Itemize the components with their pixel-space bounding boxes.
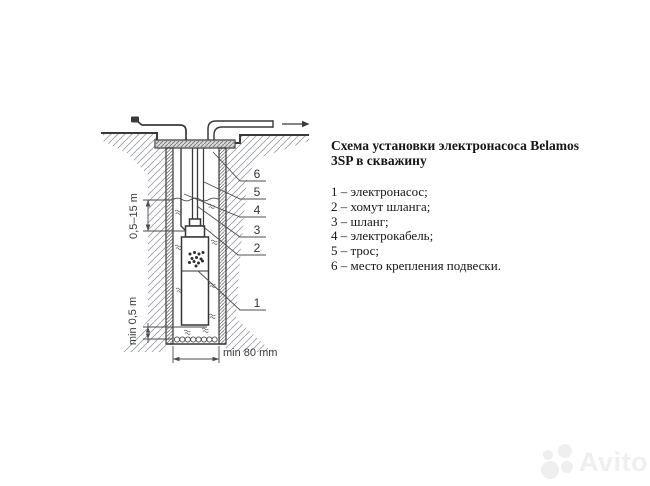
ground-hatch-right	[226, 135, 309, 352]
pump-intake-holes	[188, 251, 205, 268]
legend-item-5: 5 – трос;	[331, 243, 380, 259]
gravel-layer	[173, 336, 218, 343]
avito-logo-icon	[541, 444, 573, 479]
callout-line-2	[199, 223, 266, 256]
submersion-label: 0,5–15 m	[128, 193, 140, 239]
dimension-bottom-clearance	[143, 323, 207, 343]
legend-item-4: 4 – электрокабель;	[331, 228, 434, 244]
pump	[180, 218, 210, 326]
ground-line-right	[234, 134, 309, 144]
cable-plug-icon	[131, 116, 139, 123]
pump-body	[180, 236, 210, 326]
callout-line-5	[203, 181, 266, 200]
pump-outlet-fitting	[188, 218, 202, 227]
legend-item-1: 1 – электронасос;	[331, 184, 428, 199]
watermark-brand: Avito	[579, 446, 648, 477]
dimension-submersion	[143, 199, 186, 232]
diagram-title-line1: Схема установки электронасоса Belamos	[331, 138, 579, 153]
callout-number-4: 4	[254, 203, 261, 217]
power-cable	[131, 116, 187, 140]
diagram-title: Схема установки электронасоса Belamos 3S…	[331, 138, 579, 168]
callout-number-3: 3	[254, 223, 261, 237]
diagram-title-line2: 3SP в скважину	[331, 152, 427, 168]
legend-item-3: 3 – шланг;	[331, 213, 389, 229]
callout-line-1	[197, 270, 266, 311]
well-diameter-label: min 80 mm	[223, 347, 277, 359]
bottom-clearance-label: min 0,5 m	[127, 297, 139, 345]
hose-line	[191, 148, 199, 219]
callout-line-3	[196, 205, 266, 238]
legend-item-6: 6 – место крепления подвески.	[331, 257, 501, 273]
callout-number-6: 6	[254, 167, 261, 181]
flow-arrow-icon	[282, 120, 310, 128]
callout-number-5: 5	[254, 185, 261, 199]
well-casing	[165, 147, 227, 345]
ground-hatch-left	[103, 133, 166, 352]
legend: Схема установки электронасоса Belamos 3S…	[331, 138, 579, 274]
callout-line-4	[183, 193, 266, 218]
callout-number-1: 1	[254, 296, 261, 310]
ground-line-left	[101, 132, 158, 140]
dimension-well-diameter	[172, 346, 220, 363]
watermark: Avito	[537, 443, 648, 481]
pump-head	[184, 225, 206, 238]
outlet-pipe	[207, 120, 274, 140]
legend-item-2: 2 – хомут шланга;	[331, 198, 431, 214]
cable-line	[180, 148, 188, 236]
well-cover-plate	[154, 139, 236, 149]
callout-leaders	[183, 151, 266, 311]
callout-number-2: 2	[254, 241, 261, 255]
callout-line-6	[212, 151, 266, 182]
legend-list: 1 – электронасос; 2 – хомут шланга; 3 – …	[331, 184, 579, 274]
